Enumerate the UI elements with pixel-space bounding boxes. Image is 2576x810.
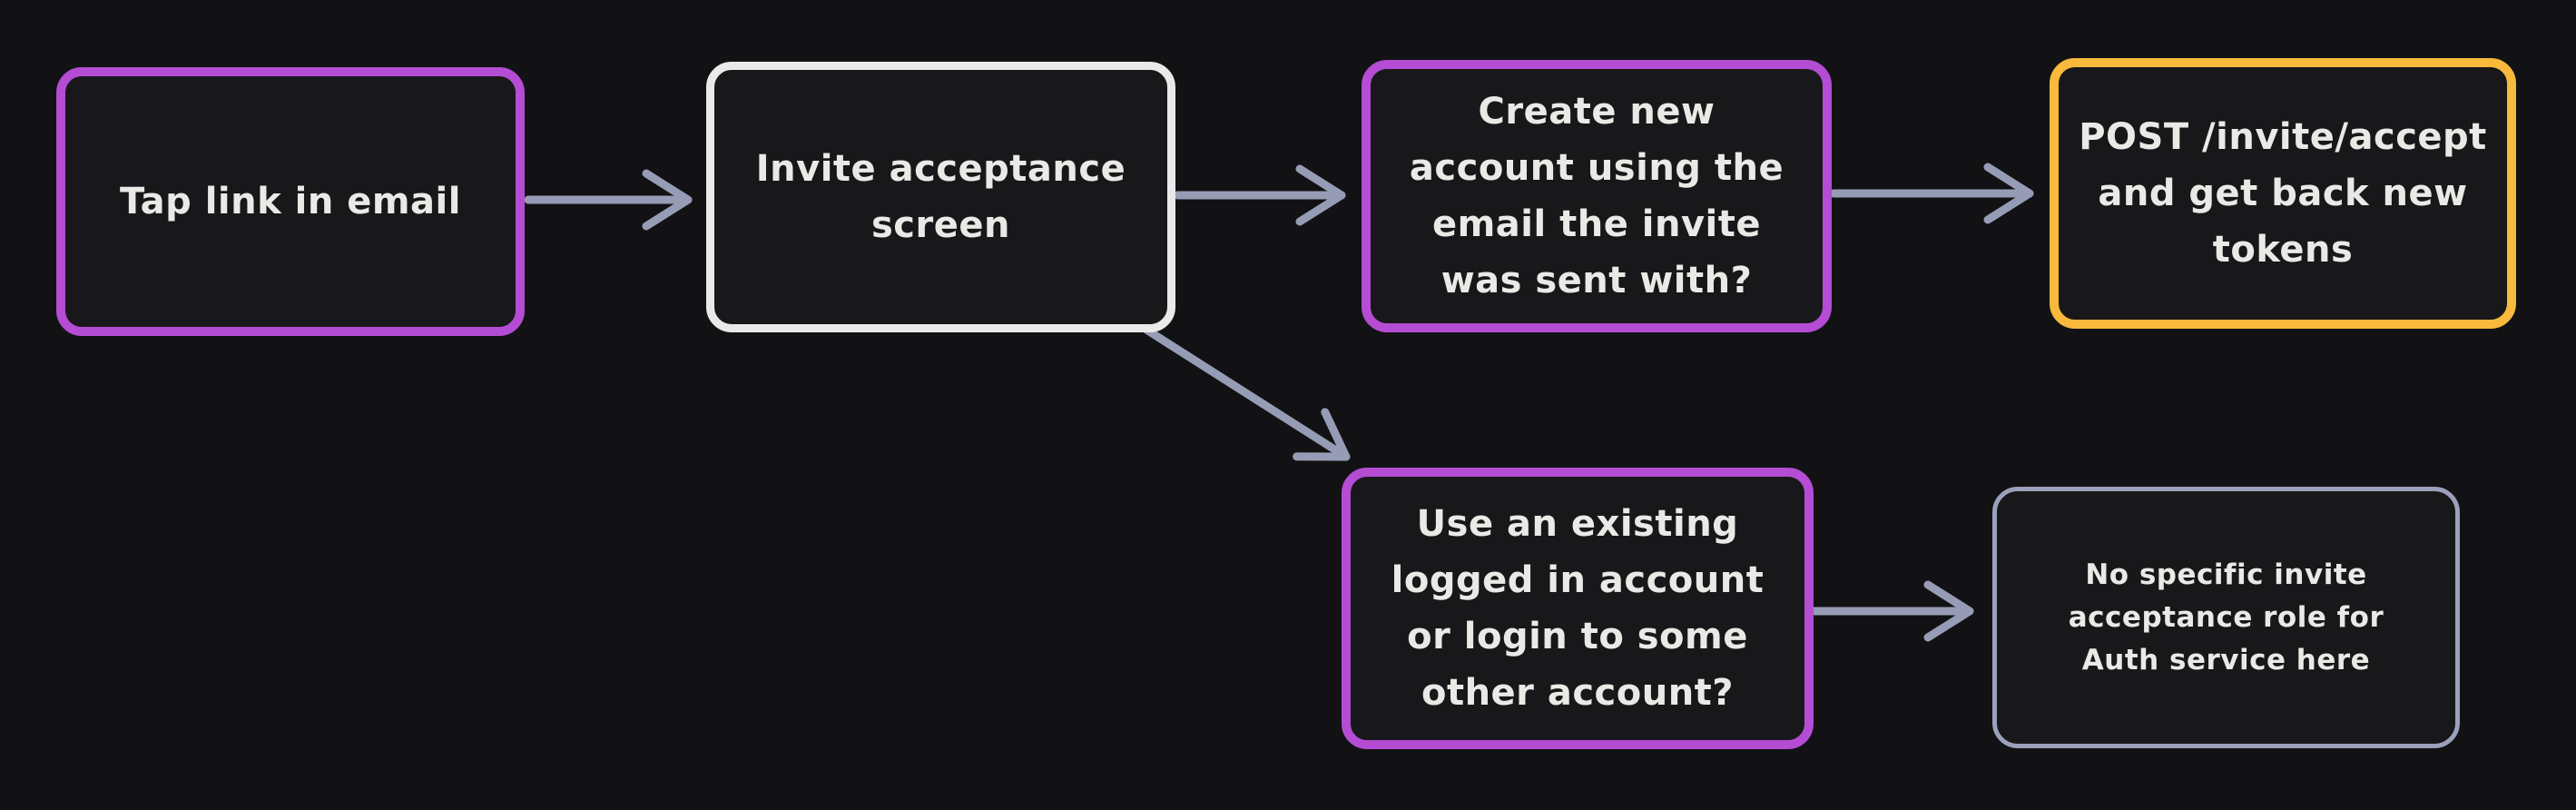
node-post-invite-accept[interactable]: POST /invite/accept and get back new tok… [2050, 58, 2516, 329]
arrow-invite-screen-to-existing-account[interactable] [1142, 325, 1351, 461]
node-label: No specific invite acceptance role for A… [2068, 558, 2384, 677]
node-label: Create new account using the email the i… [1409, 91, 1785, 301]
node-no-specific-invite-role-note[interactable]: No specific invite acceptance role for A… [1992, 487, 2460, 748]
node-use-existing-account[interactable]: Use an existing logged in account or log… [1342, 468, 1814, 749]
node-label: Use an existing logged in account or log… [1391, 503, 1765, 714]
node-invite-acceptance-screen[interactable]: Invite acceptance screen [706, 62, 1175, 332]
node-label: Tap link in email [120, 181, 461, 222]
node-label: POST /invite/accept and get back new tok… [2079, 116, 2487, 271]
node-tap-link-in-email[interactable]: Tap link in email [56, 67, 525, 336]
node-create-new-account[interactable]: Create new account using the email the i… [1362, 60, 1832, 332]
node-label: Invite acceptance screen [755, 148, 1126, 246]
